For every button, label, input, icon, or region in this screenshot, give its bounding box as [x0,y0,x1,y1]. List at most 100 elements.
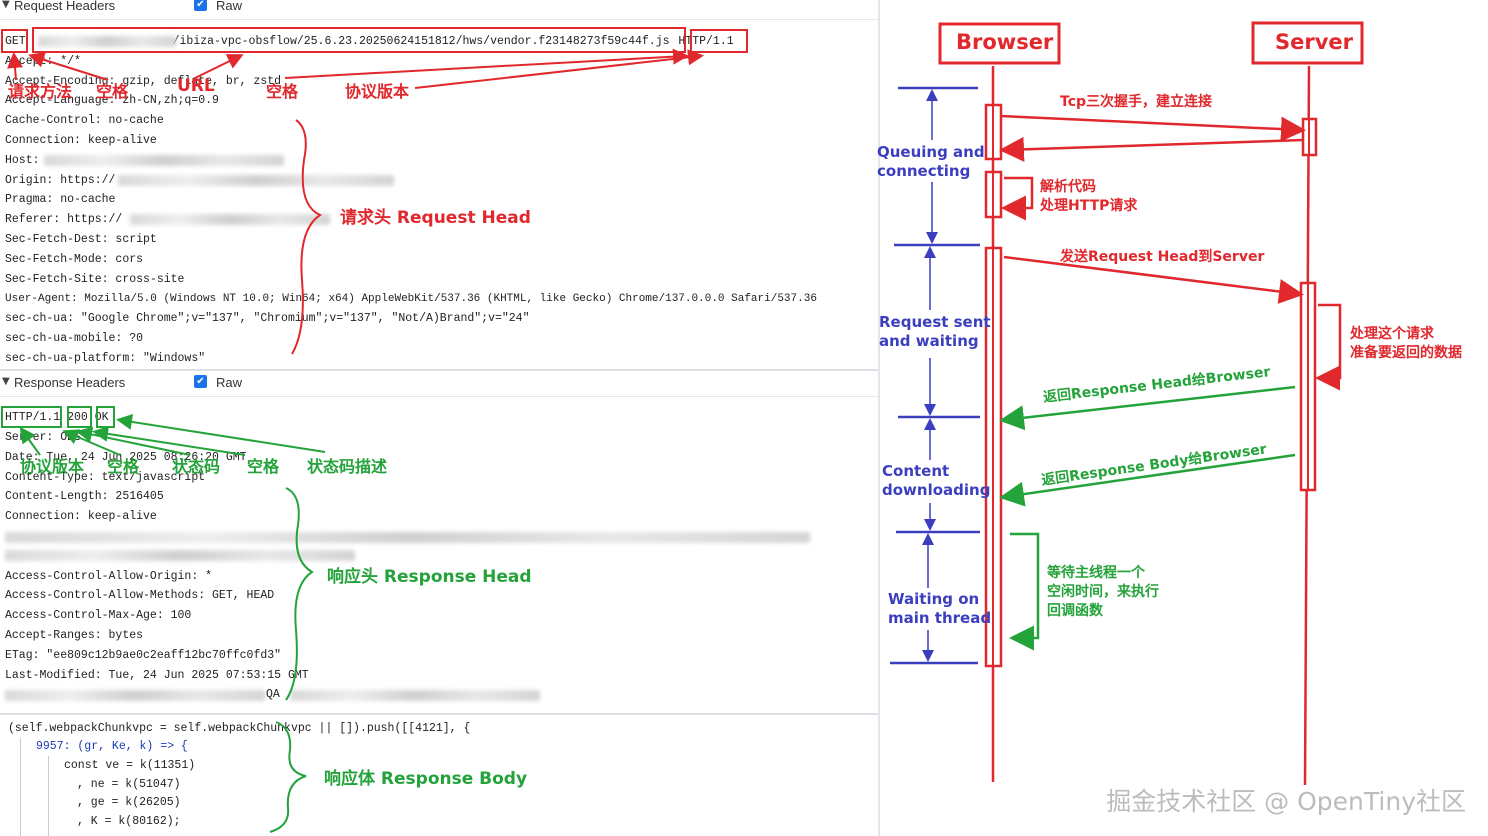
annotation-arrows [7,48,704,833]
raw-label: Raw [216,0,243,13]
response-headers-title: Response Headers [14,375,126,390]
request-header-line: Sec-Fetch-Mode: cors [5,253,144,266]
blurred-value [118,175,394,186]
method-highlight-box [1,29,28,53]
server-box [1251,21,1364,65]
devtools-headers-panel: ▼ Request Headers ✔ Raw GET /ibiza-vpc-o… [0,0,878,836]
request-header-line: sec-ch-ua: "Google Chrome";v="137", "Chr… [5,312,530,325]
request-header-line: Accept-Language: zh-CN,zh;q=0.9 [5,94,219,107]
code-line: , K = k(80162); [77,815,181,828]
annotation-status-text: 状态码描述 [307,457,388,476]
phase-waiting-line1: Waiting on [888,590,980,608]
msg-wait-line1: 等待主线程一个 [1047,565,1145,581]
phase-waiting-line2: main thread [888,609,992,627]
triangle-down-icon[interactable]: ▼ [2,376,10,387]
request-header-line: sec-ch-ua-platform: "Windows" [5,352,206,365]
blurred-line [5,550,355,561]
annotation-response-head: 响应头 Response Head [327,567,532,587]
msg-wait-line3: 回调函数 [1047,603,1103,619]
request-headers-header[interactable]: ▼ Request Headers ✔ Raw [0,0,878,20]
code-line: , ge = k(26205) [77,796,181,809]
request-header-line: Referer: https:// [5,213,123,226]
response-header-line: Last-Modified: Tue, 24 Jun 2025 07:53:15… [5,669,309,682]
request-line: GET /ibiza-vpc-obsflow/25.6.23.202506241… [5,35,734,49]
status-version: HTTP/1.1 [5,411,61,424]
browser-label: Browser [956,30,1054,54]
code-line: 9957: (gr, Ke, k) => { [36,740,188,753]
annotation-status-code: 状态码 [172,457,221,476]
request-header-line: Host: [5,154,40,167]
section-divider [0,369,878,371]
blurred-line [5,690,265,701]
raw-checkbox[interactable]: ✔ [194,0,207,11]
response-headers-header[interactable]: ▼ Response Headers ✔ Raw [0,372,878,397]
code-line: , ne = k(51047) [77,778,181,791]
sequence-diagram-graphics [890,21,1364,786]
blurred-value [130,214,330,225]
triangle-down-icon[interactable]: ▼ [2,0,10,10]
response-header-line: Access-Control-Allow-Origin: * [5,570,213,583]
annotation-space: 空格 [266,82,299,101]
request-header-line: User-Agent: Mozilla/5.0 (Windows NT 10.0… [5,293,817,305]
url-highlight-box [32,27,686,53]
blurred-value [44,155,284,166]
raw-label: Raw [216,375,243,390]
request-header-line: Sec-Fetch-Dest: script [5,233,157,246]
version-highlight-box [690,29,748,53]
request-header-line: Accept-Encoding: gzip, deflate, br, zstd [5,75,282,88]
request-header-line: Cache-Control: no-cache [5,114,164,127]
annotation-version: 协议版本 [345,82,410,101]
request-header-line: Origin: https:// [5,174,116,187]
msg-parse-line1: 解析代码 [1040,179,1096,195]
panel-divider [878,0,880,836]
annotation-space: 空格 [96,82,129,101]
raw-checkbox[interactable]: ✔ [194,375,207,388]
request-url: /ibiza-vpc-obsflow/25.6.23.2025062415181… [172,35,670,48]
request-header-line: Sec-Fetch-Site: cross-site [5,273,185,286]
response-header-line: QA [266,688,280,701]
msg-process-line1: 处理这个请求 [1350,326,1434,342]
msg-parse-line2: 处理HTTP请求 [1040,198,1138,214]
annotation-request-head: 请求头 Request Head [340,208,531,228]
msg-send-head: 发送Request Head到Server [1060,249,1265,265]
annotation-space: 空格 [107,457,140,476]
annotation-space: 空格 [247,457,280,476]
response-header-line: Access-Control-Max-Age: 100 [5,609,192,622]
blurred-line [290,690,540,701]
request-headers-title: Request Headers [14,0,116,13]
phase-request-line2: and waiting [879,332,979,350]
phase-content-line2: downloading [882,481,991,499]
annotation-response-body: 响应体 Response Body [324,769,528,789]
request-header-line: sec-ch-ua-mobile: ?0 [5,332,144,345]
response-header-line: Connection: keep-alive [5,510,157,523]
msg-wait-line2: 空闲时间，来执行 [1047,584,1159,600]
server-label: Server [1275,30,1354,54]
annotation-url: URL [177,76,215,96]
request-version: HTTP/1.1 [678,35,734,48]
annotation-method: 请求方法 [8,82,73,101]
msg-process-line2: 准备要返回的数据 [1350,345,1462,361]
request-header-line: Pragma: no-cache [5,193,116,206]
indent-guide [48,756,49,836]
status-text: OK [94,411,109,424]
timing-sequence-diagram: Browser Server Queuing and connecting Re… [877,0,1488,836]
code-line: (self.webpackChunkvpc = self.webpackChun… [8,722,471,735]
request-header-line: Connection: keep-alive [5,134,157,147]
response-header-line: Accept-Ranges: bytes [5,629,144,642]
phase-content-line1: Content [882,462,950,480]
indent-guide [20,738,21,836]
msg-tcp: Tcp三次握手，建立连接 [1060,94,1213,110]
code-line: const ve = k(11351) [64,759,196,772]
response-header-line: Content-Type: text/javascript [5,471,206,484]
section-divider [0,713,878,715]
response-header-line: Content-Length: 2516405 [5,490,164,503]
status-line: HTTP/1.1 200 OK [5,411,109,425]
blurred-host [38,36,176,47]
phase-queuing-line2: connecting [877,162,971,180]
phase-request-line1: Request sent [879,313,991,331]
watermark: 掘金技术社区 @ OpenTiny社区 [1106,787,1466,816]
response-header-line: ETag: "ee809c12b9ae0c2eaff12bc70ffc0fd3" [5,649,282,662]
browser-box [938,22,1061,65]
response-header-line: Access-Control-Allow-Methods: GET, HEAD [5,589,275,602]
blurred-line [5,532,810,543]
